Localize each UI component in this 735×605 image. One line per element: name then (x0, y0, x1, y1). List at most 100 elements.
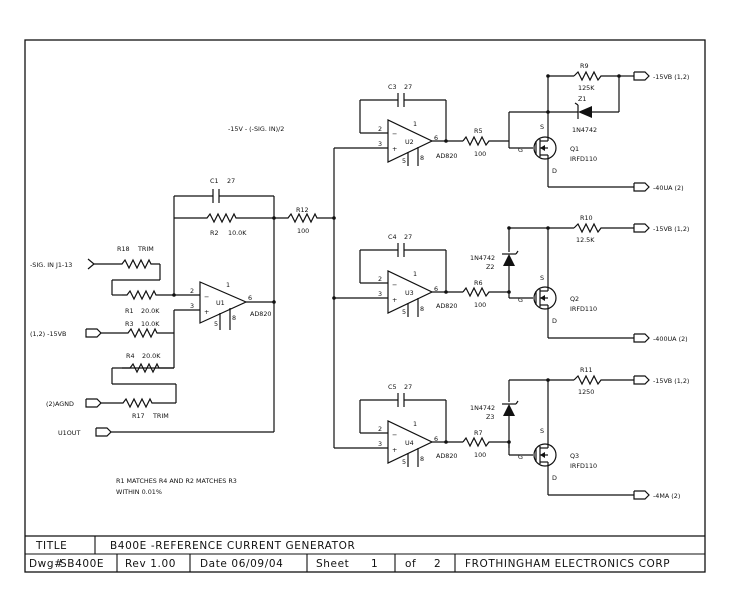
u3-part: AD820 (436, 302, 458, 310)
port-out-400ua-label: -400UA (2) (653, 335, 688, 343)
u2-label: U2 (405, 138, 414, 146)
u1-label: U1 (216, 299, 225, 307)
r9-value: 125K (578, 84, 595, 92)
u2-pin3: 3 (378, 140, 382, 148)
r6-value: 100 (474, 301, 486, 309)
u3-pin2: 2 (378, 275, 382, 283)
port-sig-in: -SIG. IN J1-13 (30, 258, 95, 270)
u4-section: C5 27 − + 2 3 1 U4 5 8 6 AD820 R7 100 1N… (334, 366, 689, 500)
u1-pin1: 1 (226, 281, 230, 289)
resistor-r3 (124, 327, 174, 339)
u1-pin3: 3 (190, 302, 194, 310)
port-out-40ua: -40UA (2) (633, 182, 684, 192)
q2-drain: D (552, 317, 557, 325)
port-u1out-label: U1OUT (58, 429, 80, 437)
u2-part: AD820 (436, 152, 458, 160)
sheet-number: 1 (371, 558, 378, 570)
resistor-r17 (118, 397, 176, 409)
z2-label: Z2 (486, 263, 494, 271)
u4-plus: + (392, 446, 397, 454)
u4-pin8: 8 (420, 455, 424, 463)
r2-label: R2 (210, 229, 219, 237)
port-out-400ua: -400UA (2) (633, 333, 688, 343)
z1-part: 1N4742 (572, 126, 597, 134)
r3-value: 10.0K (141, 320, 160, 328)
c5-label: C5 (388, 383, 397, 391)
q1-source: S (540, 123, 544, 131)
resistor-r2 (174, 212, 274, 224)
mosfet-q2 (509, 228, 557, 338)
port-neg15-in-label: (1,2) -15VB (30, 330, 66, 338)
port-out-40ua-label: -40UA (2) (653, 184, 684, 192)
u4-pin6: 6 (434, 435, 438, 443)
u3-pin8: 8 (420, 305, 424, 313)
r1-label: R1 (125, 307, 134, 315)
u2-pin2: 2 (378, 125, 382, 133)
r7-value: 100 (474, 451, 486, 459)
z3-part: 1N4742 (470, 404, 495, 412)
resistor-r6 (462, 286, 509, 298)
c1-label: C1 (210, 177, 219, 185)
u4-label: U4 (405, 439, 414, 447)
resistor-r5 (462, 135, 509, 147)
u1-pin6: 6 (248, 294, 252, 302)
r5-value: 100 (474, 150, 486, 158)
u2-pin6: 6 (434, 134, 438, 142)
q3-drain: D (552, 474, 557, 482)
u4-pin3: 3 (378, 440, 382, 448)
r12-value: 100 (297, 227, 309, 235)
q1-label: Q1 (570, 145, 579, 153)
r10-value: 12.5K (576, 236, 595, 244)
z1-label: Z1 (578, 95, 586, 103)
q2-part: IRFD110 (570, 305, 597, 313)
sheet-label: Sheet (316, 558, 349, 570)
r6-label: R6 (474, 279, 483, 287)
port-out-4ma: -4MA (2) (633, 490, 680, 500)
opamp-u3 (387, 270, 434, 314)
u3-section: C4 27 − + 2 3 1 U3 5 8 6 AD820 R6 100 1N… (332, 214, 689, 343)
u2-section: C3 27 − + 2 3 1 U2 5 8 6 AD820 R5 100 (334, 62, 689, 192)
r9-label: R9 (580, 62, 589, 70)
resistor-r11 (573, 374, 634, 386)
u1-pin2: 2 (190, 287, 194, 295)
zener-z1 (548, 102, 619, 119)
resistor-r4 (122, 362, 174, 374)
company-name: FROTHINGHAM ELECTRONICS CORP (465, 558, 670, 570)
u1-pin5: 5 (214, 320, 218, 328)
dwg-label: Dwg# (29, 558, 64, 570)
u4-pin5: 5 (402, 458, 406, 466)
z2-part: 1N4742 (470, 254, 495, 262)
u4-pin2: 2 (378, 425, 382, 433)
sheet-border (24, 39, 706, 573)
q3-part: IRFD110 (570, 462, 597, 470)
sheet-total: 2 (434, 558, 441, 570)
q2-source: S (540, 274, 544, 282)
resistor-r7 (462, 436, 509, 448)
resistor-r10 (573, 222, 634, 234)
c4-label: C4 (388, 233, 397, 241)
port-agnd: (2)AGND (46, 398, 102, 408)
u1-pin8: 8 (232, 314, 236, 322)
opamp-u4 (387, 420, 434, 464)
r4-label: R4 (126, 352, 135, 360)
zener-z3 (502, 380, 519, 448)
u3-pin1: 1 (413, 270, 417, 278)
c4-value: 27 (404, 233, 412, 241)
mosfet-q1 (509, 112, 557, 187)
q1-drain: D (552, 167, 557, 175)
title-block: TITLE B400E -REFERENCE CURRENT GENERATOR… (25, 535, 705, 572)
r4-value: 20.0K (142, 352, 161, 360)
r11-label: R11 (580, 366, 593, 374)
resistor-r12 (274, 212, 334, 224)
r18-value: TRIM (137, 245, 154, 253)
z3-label: Z3 (486, 413, 494, 421)
of-label: of (405, 558, 416, 570)
port-u1out: U1OUT (58, 427, 112, 437)
drawing-title: B400E -REFERENCE CURRENT GENERATOR (110, 540, 355, 552)
port-sig-in-label: -SIG. IN J1-13 (30, 261, 72, 269)
port-out-15vb-2: -15VB (1,2) (633, 223, 689, 233)
q2-gate: G (518, 296, 523, 304)
u2-plus: + (392, 145, 397, 153)
port-out-15vb-3-label: -15VB (1,2) (653, 377, 689, 385)
